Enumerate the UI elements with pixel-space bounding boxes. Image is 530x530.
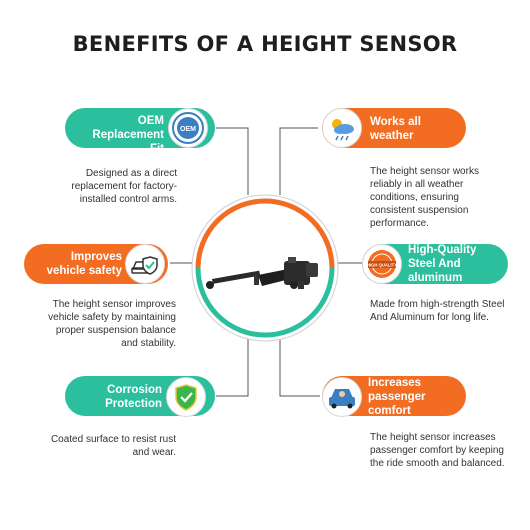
benefit-weather-description: The height sensor works reliably in all … — [370, 166, 479, 229]
benefit-oem-description: Designed as a direct replacement for fac… — [71, 168, 177, 205]
benefit-oem-label: OEM Replacement Fit — [92, 115, 164, 155]
benefit-safety-description: The height sensor improves vehicle safet… — [48, 299, 176, 349]
benefit-comfort-description: The height sensor increases passenger co… — [370, 432, 505, 469]
benefit-corrosion-description: Coated surface to resist rust and wear. — [50, 434, 176, 458]
benefit-comfort-label: Increases passenger comfort — [368, 377, 426, 417]
oem-badge-text: OEM — [180, 126, 196, 133]
center-product-ring — [191, 194, 339, 342]
oem-badge-icon: OEM — [172, 112, 204, 144]
benefit-safety-label: Improves vehicle safety — [46, 251, 122, 277]
page-title: BENEFITS OF A HEIGHT SENSOR — [72, 32, 458, 56]
weather-icon-circle — [322, 108, 362, 148]
height-sensor-image — [206, 257, 318, 289]
shield-check-icon — [175, 384, 197, 411]
car-shield-circle — [125, 244, 165, 284]
weather-icon — [332, 119, 354, 141]
passenger-car-circle — [322, 377, 362, 417]
oem-badge-circle: OEM — [168, 108, 208, 148]
benefit-weather-label: Works all weather — [370, 116, 421, 142]
shield-check-circle — [166, 377, 206, 417]
car-shield-icon — [131, 256, 158, 275]
benefit-quality-label: High-Quality Steel And aluminum — [408, 244, 477, 284]
benefit-quality-description: Made from high-strength Steel And Alumin… — [370, 299, 505, 323]
benefit-corrosion-label: Corrosion Protection — [105, 384, 162, 410]
quality-seal-circle: HIGH QUALITY — [362, 244, 402, 284]
passenger-car-icon — [329, 389, 355, 409]
high-quality-seal-text: HIGH QUALITY — [367, 263, 397, 268]
high-quality-seal-icon: HIGH QUALITY — [367, 250, 397, 278]
